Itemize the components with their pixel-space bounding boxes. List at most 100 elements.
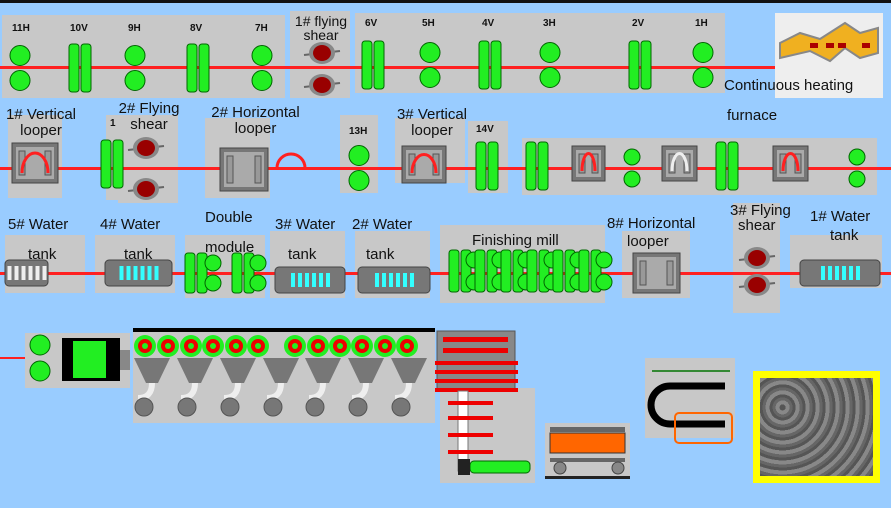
water-nozzle-icon: [821, 266, 825, 280]
air-hopper-icon: [391, 358, 427, 383]
air-hopper-icon: [134, 358, 170, 383]
conveyor-roller-icon: [359, 343, 365, 349]
shear-drum-icon: [137, 140, 155, 156]
water-nozzle-icon: [312, 273, 316, 287]
reheating-furnace-icon: [779, 21, 879, 63]
vertical-roll-icon: [487, 141, 499, 191]
horizontal-looper-2-label: 2# Horizontal looper: [211, 104, 300, 137]
horizontal-roll-icon: [848, 148, 866, 166]
loop-arc-icon: [410, 153, 438, 174]
water-nozzle-icon: [35, 266, 40, 280]
air-duct-icon: [137, 382, 155, 401]
horizontal-roll-icon: [348, 170, 370, 191]
coil-trolley-icon: [550, 427, 625, 432]
furnace-label-2: furnace: [727, 107, 778, 124]
water-nozzle-icon: [28, 266, 33, 280]
water-nozzle-icon: [389, 273, 393, 287]
flying-shear-3-label-2: shear: [738, 217, 776, 234]
conveyor-rail-icon: [133, 328, 435, 332]
process-line-graphics: [4, 21, 881, 479]
shear-drum-icon: [313, 45, 331, 61]
stand-7H: 7H: [255, 23, 268, 34]
stand-1H: 1H: [695, 18, 708, 29]
stand-4V: 4V: [482, 18, 495, 29]
stand-13H-label: 13H: [349, 126, 368, 137]
water-tank-2-tank: tank: [366, 246, 395, 263]
water-tank-2-label: 2# Water: [352, 216, 413, 233]
cooling-fan-icon: [391, 397, 411, 417]
water-nozzle-icon: [842, 266, 846, 280]
conveyor-roller-icon: [233, 343, 239, 349]
horizontal-roll-icon: [419, 67, 441, 88]
vertical-roll-icon: [80, 43, 92, 93]
shear-drum-icon: [748, 250, 766, 266]
horizontal-roll-icon: [251, 45, 273, 66]
vertical-roll-icon: [490, 40, 502, 90]
vertical-roll-icon: [448, 249, 460, 293]
cooling-fan-icon: [177, 397, 197, 417]
shear-drum-icon: [313, 77, 331, 93]
water-tank-1-label-1: 1# Water: [810, 208, 871, 225]
conveyor-roller-icon: [210, 343, 216, 349]
vertical-roll-icon: [628, 40, 640, 90]
coil-ring-icon: [448, 433, 493, 437]
air-hopper-icon: [305, 358, 341, 383]
horizontal-roll-icon: [539, 67, 561, 88]
horizontal-roll-icon: [249, 274, 267, 292]
billet-icon: [838, 43, 846, 48]
water-tank-3-tank: tank: [288, 246, 317, 263]
water-tank-5-tank: tank: [28, 246, 57, 263]
vertical-roll-icon: [715, 141, 727, 191]
stand-8V: 8V: [190, 23, 203, 34]
water-nozzle-icon: [140, 266, 145, 280]
horizontal-roll-icon: [124, 45, 146, 66]
looper-icon: [666, 260, 674, 286]
conveyor-roller-icon: [142, 343, 148, 349]
cooling-fan-icon: [134, 397, 154, 417]
air-duct-icon: [266, 382, 284, 401]
air-hopper-icon: [263, 358, 299, 383]
water-nozzle-icon: [856, 266, 860, 280]
water-nozzle-icon: [7, 266, 12, 280]
water-nozzle-icon: [147, 266, 152, 280]
air-hopper-icon: [177, 358, 213, 383]
water-nozzle-icon: [291, 273, 295, 287]
flying-shear-2-label: 2# Flying shear: [118, 100, 180, 133]
horizontal-roll-icon: [204, 274, 222, 292]
conveyor-roller-icon: [382, 343, 388, 349]
coil-ring-icon: [448, 416, 493, 420]
coil-trolley-icon: [550, 458, 625, 462]
stand-2V: 2V: [632, 18, 645, 29]
water-nozzle-icon: [154, 266, 159, 280]
water-nozzle-icon: [326, 273, 330, 287]
vertical-roll-icon: [727, 141, 739, 191]
air-hopper-icon: [348, 358, 384, 383]
air-duct-icon: [180, 382, 198, 401]
vertical-roll-icon: [640, 40, 652, 90]
horizontal-roll-icon: [204, 254, 222, 272]
stand-1-label: 1: [110, 118, 116, 129]
conveyor-roller-icon: [337, 343, 343, 349]
conveyor-roller-icon: [255, 343, 261, 349]
water-tank-icon: [799, 259, 881, 287]
coil-ring-icon: [435, 361, 518, 365]
water-nozzle-icon: [133, 266, 138, 280]
water-tank-1-label-2: tank: [830, 227, 859, 244]
loop-arc-icon: [670, 152, 689, 172]
coil-ring-icon: [435, 379, 518, 383]
air-duct-icon: [394, 382, 412, 401]
air-duct-icon: [223, 382, 241, 401]
strip-line-1: [0, 66, 775, 69]
vertical-roll-icon: [231, 252, 243, 294]
horizontal-roll-icon: [348, 145, 370, 166]
horizontal-roll-icon: [848, 170, 866, 188]
cooling-fan-icon: [348, 397, 368, 417]
cooling-fan-icon: [263, 397, 283, 417]
looper-icon: [639, 260, 647, 286]
laying-head-icon: [73, 341, 106, 378]
trolley-rail-icon: [545, 476, 630, 479]
vertical-roll-icon: [475, 141, 487, 191]
vertical-roll-icon: [198, 43, 210, 93]
finishing-mill-label: Finishing mill: [472, 232, 559, 249]
shear-drum-icon: [748, 277, 766, 293]
